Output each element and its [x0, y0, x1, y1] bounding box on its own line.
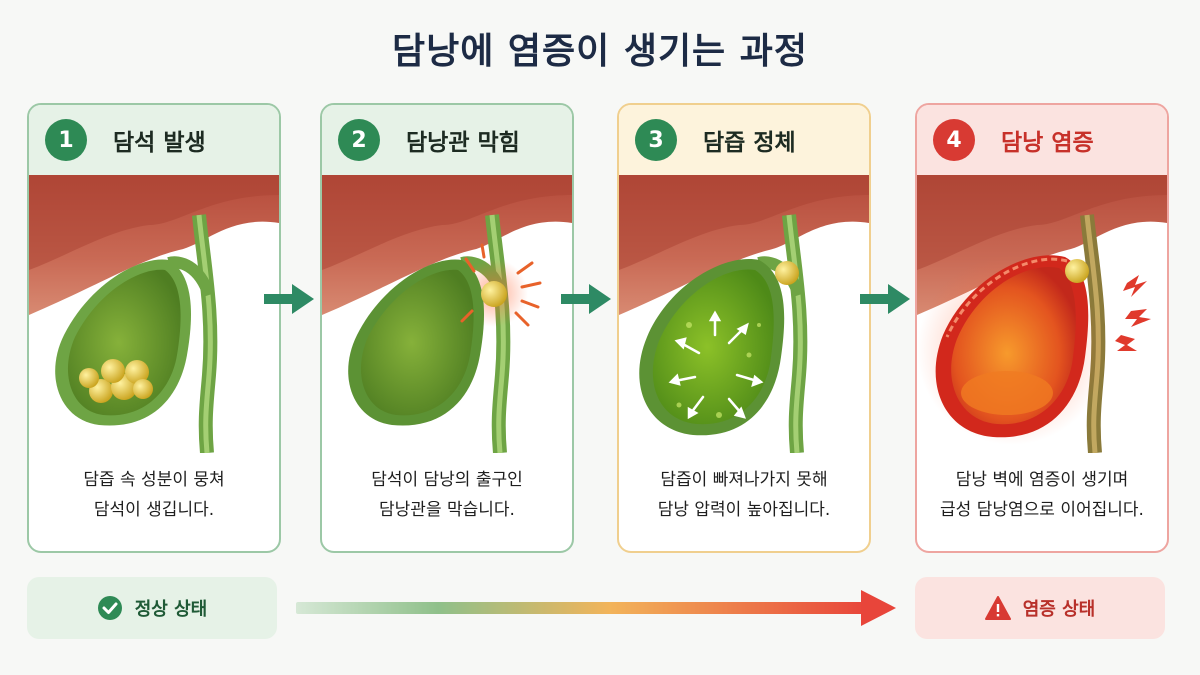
step-description-line: 담석이 담낭의 출구인	[371, 470, 523, 490]
pain-bolt-icons	[1115, 275, 1151, 351]
step-title: 담낭 염증	[1001, 130, 1094, 156]
gallstone-blocking	[481, 281, 507, 307]
step-card-1: 1 담석 발생 담즙 속 성분이 뭉쳐 담석이 생깁니다.	[27, 103, 281, 553]
right-arrow-icon	[561, 284, 611, 314]
progression-arrow	[296, 590, 896, 626]
normal-status-pill: 정상 상태	[27, 577, 277, 639]
step-description-line: 담낭관을 막습니다.	[379, 500, 515, 520]
step-description-line: 담석이 생깁니다.	[93, 500, 215, 520]
step-card-header: 2 담낭관 막힘	[322, 105, 572, 175]
right-arrow-icon	[264, 284, 314, 314]
check-circle-icon	[97, 595, 123, 621]
gallstones	[79, 359, 153, 403]
bile-stasis-illustration	[619, 175, 869, 453]
step-title: 담낭관 막힘	[406, 130, 520, 156]
step-card-4: 4 담낭 염증 담낭 벽에 염증이 생기며 급성 담낭염으로 이어집니다.	[915, 103, 1169, 553]
step-description-line: 담낭 압력이 높아집니다.	[657, 500, 831, 520]
right-arrow-icon	[860, 284, 910, 314]
gallbladder-stones-illustration	[29, 175, 279, 453]
step-number-badge: 2	[338, 119, 380, 161]
step-card-2: 2 담낭관 막힘 담석이 담낭의 출구인 담낭관을 막습니다.	[320, 103, 574, 553]
step-description: 담즙 속 성분이 뭉쳐 담석이 생깁니다.	[29, 453, 279, 525]
warning-triangle-icon	[984, 596, 1011, 620]
pain-rays	[460, 243, 542, 327]
step-description-line: 급성 담낭염으로 이어집니다.	[940, 500, 1144, 520]
step-title: 담즙 정체	[703, 130, 796, 156]
step-description-line: 담즙 속 성분이 뭉쳐	[83, 470, 225, 490]
step-card-header: 3 담즙 정체	[619, 105, 869, 175]
inflamed-status-label: 염증 상태	[1022, 599, 1096, 620]
blocked-duct-illustration	[322, 175, 572, 453]
step-description: 담낭 벽에 염증이 생기며 급성 담낭염으로 이어집니다.	[917, 453, 1167, 525]
step-title: 담석 발생	[113, 130, 206, 156]
normal-status-label: 정상 상태	[134, 599, 208, 620]
step-description: 담즙이 빠져나가지 못해 담낭 압력이 높아집니다.	[619, 453, 869, 525]
inflamed-gallbladder-illustration	[917, 175, 1167, 453]
gallstone-blocking	[1065, 259, 1089, 283]
step-card-header: 4 담낭 염증	[917, 105, 1167, 175]
step-description-line: 담즙이 빠져나가지 못해	[660, 470, 828, 490]
step-card-header: 1 담석 발생	[29, 105, 279, 175]
step-description-line: 담낭 벽에 염증이 생기며	[955, 470, 1129, 490]
step-description: 담석이 담낭의 출구인 담낭관을 막습니다.	[322, 453, 572, 525]
step-number-badge: 1	[45, 119, 87, 161]
step-number-badge: 4	[933, 119, 975, 161]
inflamed-status-pill: 염증 상태	[915, 577, 1165, 639]
page-title: 담낭에 염증이 생기는 과정	[392, 31, 808, 72]
pressure-arrows	[668, 310, 764, 420]
gallstone-blocking	[775, 261, 799, 285]
step-number-badge: 3	[635, 119, 677, 161]
step-card-3: 3 담즙 정체 담즙이 빠져나가지 못해 담낭 압력이 높아집니다.	[617, 103, 871, 553]
